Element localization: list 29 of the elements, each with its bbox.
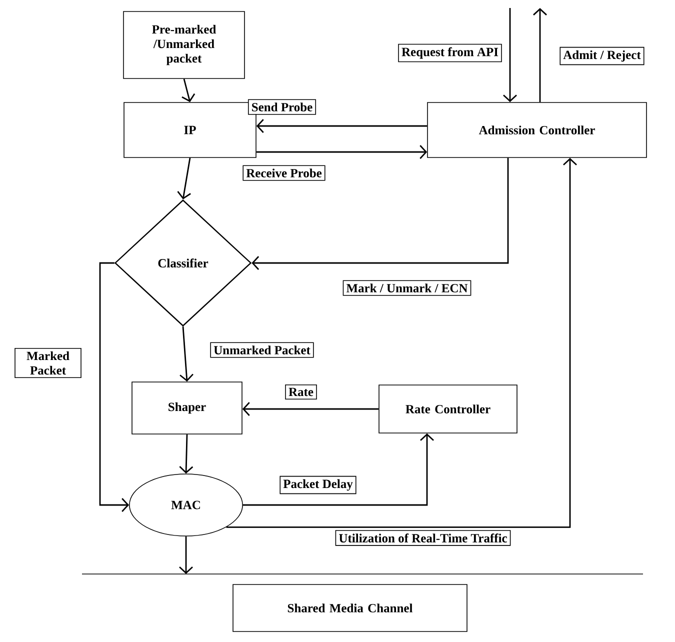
arrow — [182, 78, 196, 102]
edge-label: Admit / Reject — [560, 46, 644, 66]
arrow — [242, 433, 434, 506]
edge-label: Utilization of Real-Time Traffic — [335, 530, 511, 546]
arrow — [180, 326, 194, 382]
arrow — [242, 402, 379, 416]
arrow — [179, 536, 193, 574]
arrow — [503, 8, 517, 102]
edge-label: Receive Probe — [242, 165, 326, 181]
edge-label: Rate — [285, 384, 317, 400]
arrow — [179, 434, 194, 474]
edge-label: Unmarked Packet — [210, 342, 314, 358]
process-box: Pre-marked /Unmarked packet — [123, 11, 245, 79]
edge-label: Mark / Unmark / ECN — [342, 280, 472, 296]
arrow — [256, 119, 428, 133]
arrow — [99, 262, 130, 512]
process-box: Rate Controller — [378, 384, 518, 434]
process-box: Admission Controller — [427, 102, 647, 158]
edge-label: Request from API — [398, 44, 502, 62]
arrow — [256, 145, 428, 159]
arrow — [533, 8, 547, 102]
arrow — [177, 158, 191, 200]
edge-label: Marked Packet — [14, 348, 82, 378]
edge-label: Packet Delay — [280, 476, 356, 494]
edge-label: Send Probe — [248, 99, 316, 115]
process-box: Shaper — [132, 382, 242, 434]
arrow — [252, 158, 509, 270]
channel-box: Shared Media Channel — [232, 584, 468, 632]
arrow — [226, 158, 577, 528]
